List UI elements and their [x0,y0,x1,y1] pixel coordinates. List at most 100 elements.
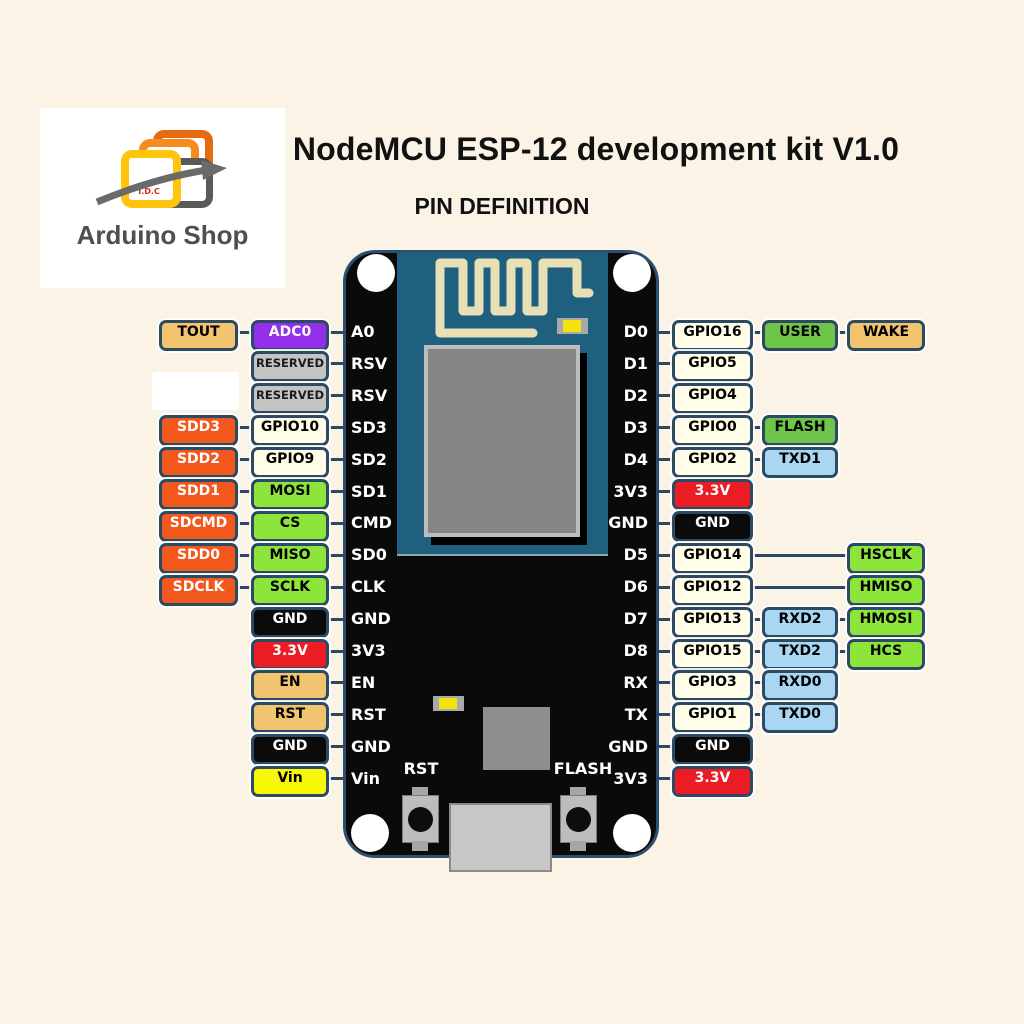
board-pin-3v3: 3V3 [613,481,648,501]
connector-line [656,553,676,557]
connector-line [319,617,346,621]
connector-line [319,426,346,430]
connector-line [319,745,346,749]
board-pin-gnd: GND [608,736,648,756]
blank-patch [152,372,239,410]
pin-label-gpio2: GPIO2 [672,447,753,479]
connector-line [743,330,766,334]
rst-button[interactable] [408,807,433,832]
pin-label-flash: FLASH [762,415,838,447]
connector-line [743,617,766,621]
logo-badge-text: T.D.C [137,187,160,196]
rst-button[interactable] [412,841,428,851]
pin-label-rst: RST [251,702,329,734]
pin-label-tout: TOUT [159,319,238,351]
board-pin-d5: D5 [623,545,648,565]
pin-label-gpio4: GPIO4 [672,383,753,415]
connector-line [656,490,676,493]
led-icon [433,696,464,711]
pin-label-3.3v: 3.3V [672,766,753,798]
board-pin-rsv: RSV [351,353,388,373]
pin-label-gnd: GND [251,606,329,638]
flash-button[interactable] [570,787,586,797]
connector-line [228,490,255,493]
metal-shield [424,345,580,537]
board-pin-rsv: RSV [351,385,388,405]
logo-arrow-icon [95,160,227,206]
board-pin-gnd: GND [351,609,391,629]
connector-line [319,521,346,525]
pin-label-sdclk: SDCLK [159,574,238,606]
pin-label-hmiso: HMISO [847,574,925,606]
pin-label-vin: Vin [251,766,329,798]
connector-line [743,649,766,653]
connector-line [319,681,346,685]
pin-label-gpio12: GPIO12 [672,574,753,606]
pin-label-en: EN [251,670,329,702]
rst-button[interactable] [412,787,428,797]
pin-label-3.3v: 3.3V [672,479,753,510]
pin-label-mosi: MOSI [251,479,329,510]
flash-button[interactable] [566,807,591,832]
board-pin-3v3: 3V3 [613,768,648,788]
connector-line [319,362,346,366]
pin-label-3.3v: 3.3V [251,638,329,670]
pin-label-rxd0: RXD0 [762,670,838,702]
led-icon [557,318,588,334]
board-pin-rx: RX [623,672,648,692]
connector-line [656,458,676,462]
pin-label-hmosi: HMOSI [847,606,925,638]
shop-name: Arduino Shop [76,220,249,250]
pin-label-reserved: RESERVED [251,351,329,383]
usb-connector [449,803,552,872]
pin-label-hcs: HCS [847,638,925,670]
connector-line [743,426,766,430]
board-pin-gnd: GND [608,513,648,533]
mounting-hole [357,254,395,292]
connector-line [656,585,676,589]
connector-line [656,426,676,430]
shop-logo-icon: T.D.C [95,130,235,222]
board-pin-d0: D0 [623,322,648,341]
pin-label-gpio9: GPIO9 [251,447,329,479]
pin-label-txd1: TXD1 [762,447,838,479]
board-pin-sd2: SD2 [351,449,387,469]
board-pin-d6: D6 [623,577,648,597]
pin-label-sdd2: SDD2 [159,447,238,479]
pin-label-rxd2: RXD2 [762,606,838,638]
connector-line [656,521,676,525]
mounting-hole [613,814,651,852]
board-pin-d4: D4 [623,449,648,469]
board-pin-tx: TX [624,704,648,724]
page-title: NodeMCU ESP-12 development kit V1.0 [292,131,900,167]
connector-line [228,330,255,334]
mounting-hole [351,814,389,852]
connector-line [228,458,255,462]
flash-button[interactable] [570,841,586,851]
board-pin-vin: Vin [351,768,380,788]
board-pin-rst: RST [351,704,386,724]
connector-line [228,553,255,557]
pin-label-miso: MISO [251,542,329,574]
connector-line [656,713,676,717]
connector-line [228,426,255,430]
connector-line [656,745,676,749]
connector-line [319,490,346,493]
connector-line [319,394,346,398]
connector-line [656,777,676,781]
pin-label-reserved: RESERVED [251,383,329,415]
pin-label-user: USER [762,319,838,351]
connector-line [319,458,346,462]
connector-line [828,617,851,621]
connector-line [828,330,851,334]
flash-button-label: FLASH [553,759,613,778]
pin-label-gpio16: GPIO16 [672,319,753,351]
pin-label-gpio15: GPIO15 [672,638,753,670]
connector-line [743,681,766,685]
board-pin-d1: D1 [623,353,648,373]
board-pin-cmd: CMD [351,513,392,533]
pin-label-sclk: SCLK [251,574,329,606]
board-pin-a0: A0 [351,322,375,341]
wifi-antenna-icon [435,258,594,338]
